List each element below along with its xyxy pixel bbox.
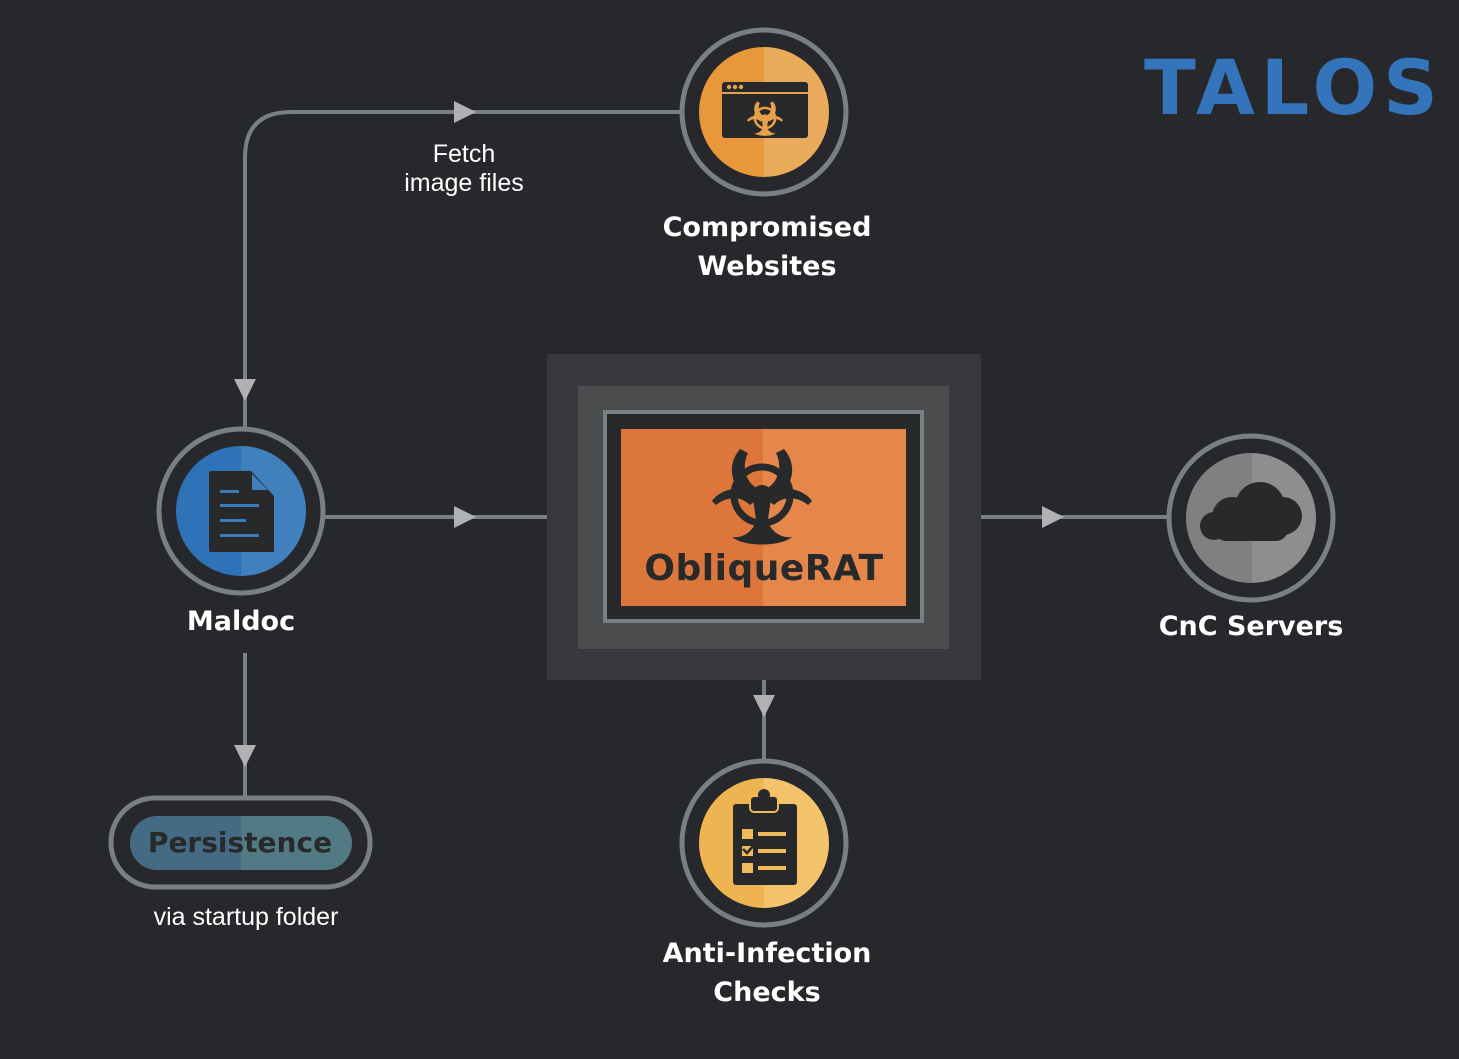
cnc-servers-label: CnC Servers [1158,611,1344,642]
talos-logo: TALOS [1144,43,1444,132]
document-icon [209,471,274,552]
browser-biohazard-icon [722,82,808,138]
arrowhead-right [454,101,476,123]
maldoc-label: Maldoc [186,606,296,637]
label-line2: Checks [713,977,821,1008]
arrowhead-down [753,695,775,717]
edge-label-line1: Fetch [432,140,496,168]
anti-infection-node[interactable] [679,758,849,928]
edge-label-fetch: Fetch image files [404,140,524,198]
arrowhead-down [234,379,256,401]
compromised-websites-node[interactable] [679,27,849,197]
persistence-sublabel: via startup folder [153,903,339,931]
connector-line [243,110,682,430]
edge-websites-to-maldoc [234,101,682,430]
persistence-node[interactable] [108,795,373,890]
cloud-icon [1200,482,1302,541]
anti-infection-label: Anti-Infection Checks [663,934,872,1012]
clipboard-checklist-icon [733,789,797,885]
edge-label-line2: image files [404,169,524,197]
label-line2: Websites [697,251,837,282]
obliquerat-node[interactable] [547,354,981,680]
edge-maldoc-to-persistence [234,653,256,798]
maldoc-node[interactable] [156,426,326,596]
obliquerat-label: ObliqueRAT [644,548,884,589]
label-line1: Compromised [662,212,872,243]
arrowhead-down [234,745,256,767]
cnc-servers-node[interactable] [1166,433,1336,603]
arrowhead-right [454,506,476,528]
arrowhead-right [1042,506,1064,528]
compromised-websites-label: Compromised Websites [663,208,872,286]
label-line1: Anti-Infection [662,938,872,969]
persistence-label: Persistence [147,826,333,859]
